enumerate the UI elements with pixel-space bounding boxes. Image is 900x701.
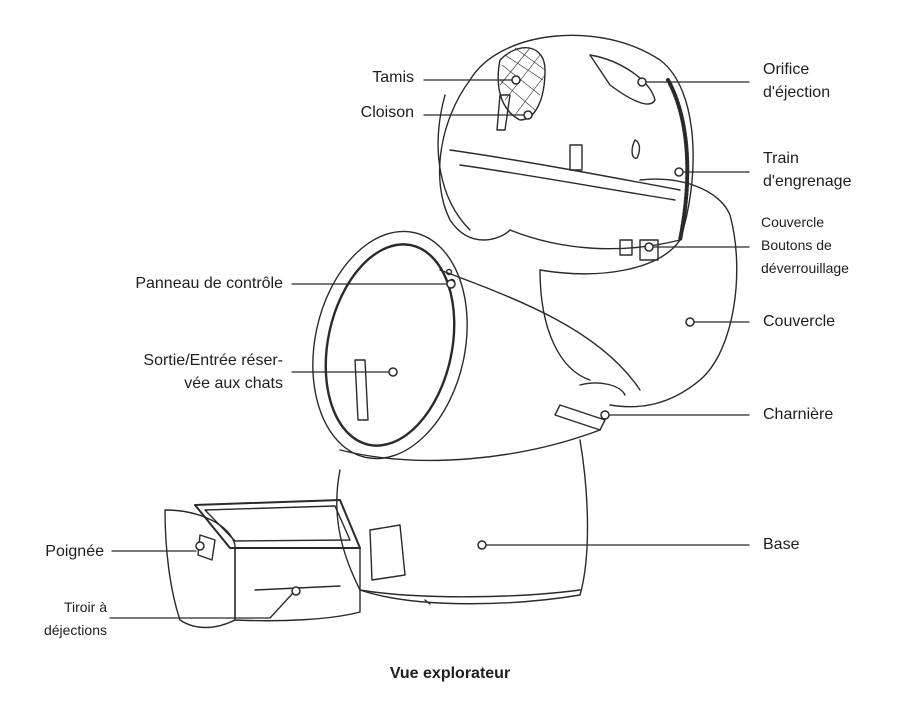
label-base: Base bbox=[763, 536, 800, 553]
base bbox=[336, 439, 589, 605]
label-cloison: Cloison bbox=[360, 104, 414, 121]
label-cover-buttons-line2: Boutons de bbox=[761, 237, 832, 253]
label-tiroir-line2: déjections bbox=[43, 622, 107, 638]
label-tamis: Tamis bbox=[372, 69, 414, 86]
callout-markers bbox=[195, 75, 695, 596]
label-orifice-line2: d'éjection bbox=[763, 84, 831, 101]
label-sortie-line1: Sortie/Entrée réser- bbox=[143, 352, 283, 369]
label-tiroir-line1: Tiroir à bbox=[63, 599, 107, 615]
label-cover-buttons-line3: déverrouillage bbox=[761, 260, 849, 276]
label-orifice-line1: Orifice bbox=[763, 61, 810, 78]
label-poignee: Poignée bbox=[45, 543, 104, 560]
leader-lines bbox=[109, 79, 750, 619]
label-train-line2: d'engrenage bbox=[763, 173, 852, 190]
globe-drum bbox=[437, 34, 694, 275]
label-panneau: Panneau de contrôle bbox=[135, 275, 283, 292]
figure-caption: Vue explorateur bbox=[389, 665, 511, 682]
label-cover-buttons-line1: Couvercle bbox=[761, 214, 825, 230]
waste-drawer bbox=[164, 499, 361, 629]
label-sortie-line2: vée aux chats bbox=[184, 375, 283, 392]
cover bbox=[539, 178, 738, 408]
entry-ring bbox=[312, 230, 641, 462]
label-charniere: Charnière bbox=[763, 406, 834, 423]
label-couvercle: Couvercle bbox=[763, 313, 836, 330]
label-train-line1: Train bbox=[763, 150, 799, 167]
